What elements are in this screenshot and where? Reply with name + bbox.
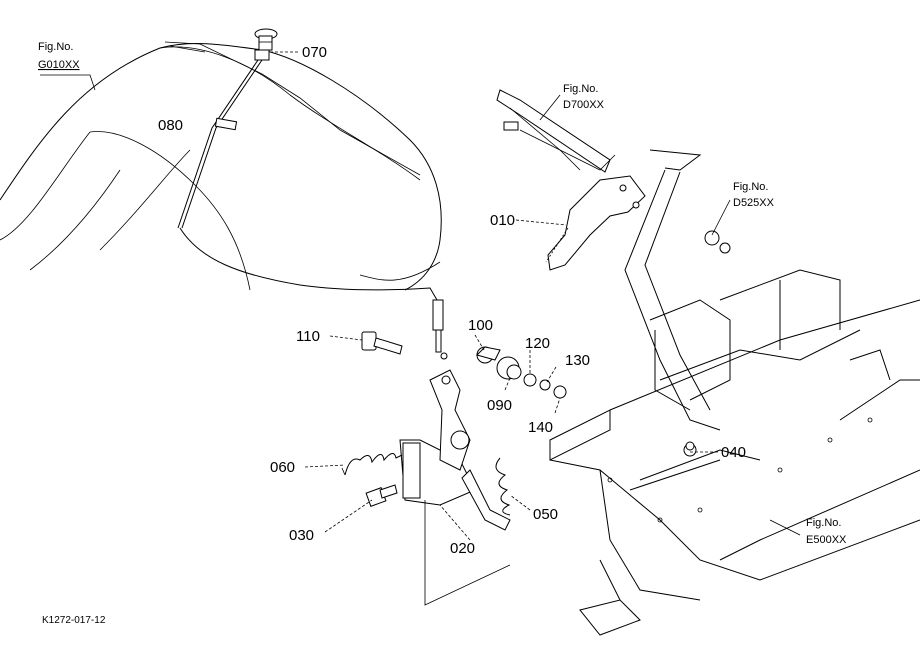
callout-040: 040 bbox=[721, 444, 746, 461]
fig-ref-d525-code: D525XX bbox=[733, 197, 775, 209]
nut-140 bbox=[553, 385, 567, 399]
callout-030: 030 bbox=[289, 527, 314, 544]
callout-110: 110 bbox=[296, 328, 320, 345]
knob-070 bbox=[254, 28, 278, 61]
fig-ref-e500-label: Fig.No. bbox=[806, 517, 841, 529]
callout-100: 100 bbox=[468, 317, 493, 334]
bolt-030 bbox=[365, 484, 398, 507]
leader-lines bbox=[40, 51, 801, 541]
callout-050: 050 bbox=[533, 506, 558, 523]
lever-assembly bbox=[341, 331, 567, 606]
washer-120 bbox=[523, 373, 537, 387]
bushing-100 bbox=[476, 346, 501, 364]
callout-070: 070 bbox=[302, 44, 327, 61]
fig-ref-e500-code: E500XX bbox=[806, 534, 847, 546]
callout-090: 090 bbox=[487, 397, 512, 414]
figure-code: K1272-017-12 bbox=[42, 615, 106, 626]
cable-080 bbox=[177, 59, 448, 360]
callout-130: 130 bbox=[565, 352, 590, 369]
hood-outline bbox=[0, 41, 442, 291]
callout-060: 060 bbox=[270, 459, 295, 476]
collar-090 bbox=[496, 356, 522, 380]
callout-140: 140 bbox=[528, 419, 553, 436]
fig-ref-d700-code: D700XX bbox=[563, 99, 605, 111]
fig-ref-g010-label: Fig.No. bbox=[38, 41, 73, 53]
bolt-110 bbox=[361, 331, 403, 355]
callout-120: 120 bbox=[525, 335, 550, 352]
fig-ref-d700-label: Fig.No. bbox=[563, 83, 598, 95]
washer-130 bbox=[539, 379, 551, 391]
frame-chassis bbox=[549, 269, 920, 636]
callout-010: 010 bbox=[490, 212, 515, 229]
fig-ref-g010-code: G010XX bbox=[38, 59, 80, 71]
fig-ref-d525-label: Fig.No. bbox=[733, 181, 768, 193]
pedal-linkage bbox=[496, 89, 731, 431]
bracket-010 bbox=[545, 175, 646, 271]
callout-080: 080 bbox=[158, 117, 183, 134]
callout-020: 020 bbox=[450, 540, 475, 557]
